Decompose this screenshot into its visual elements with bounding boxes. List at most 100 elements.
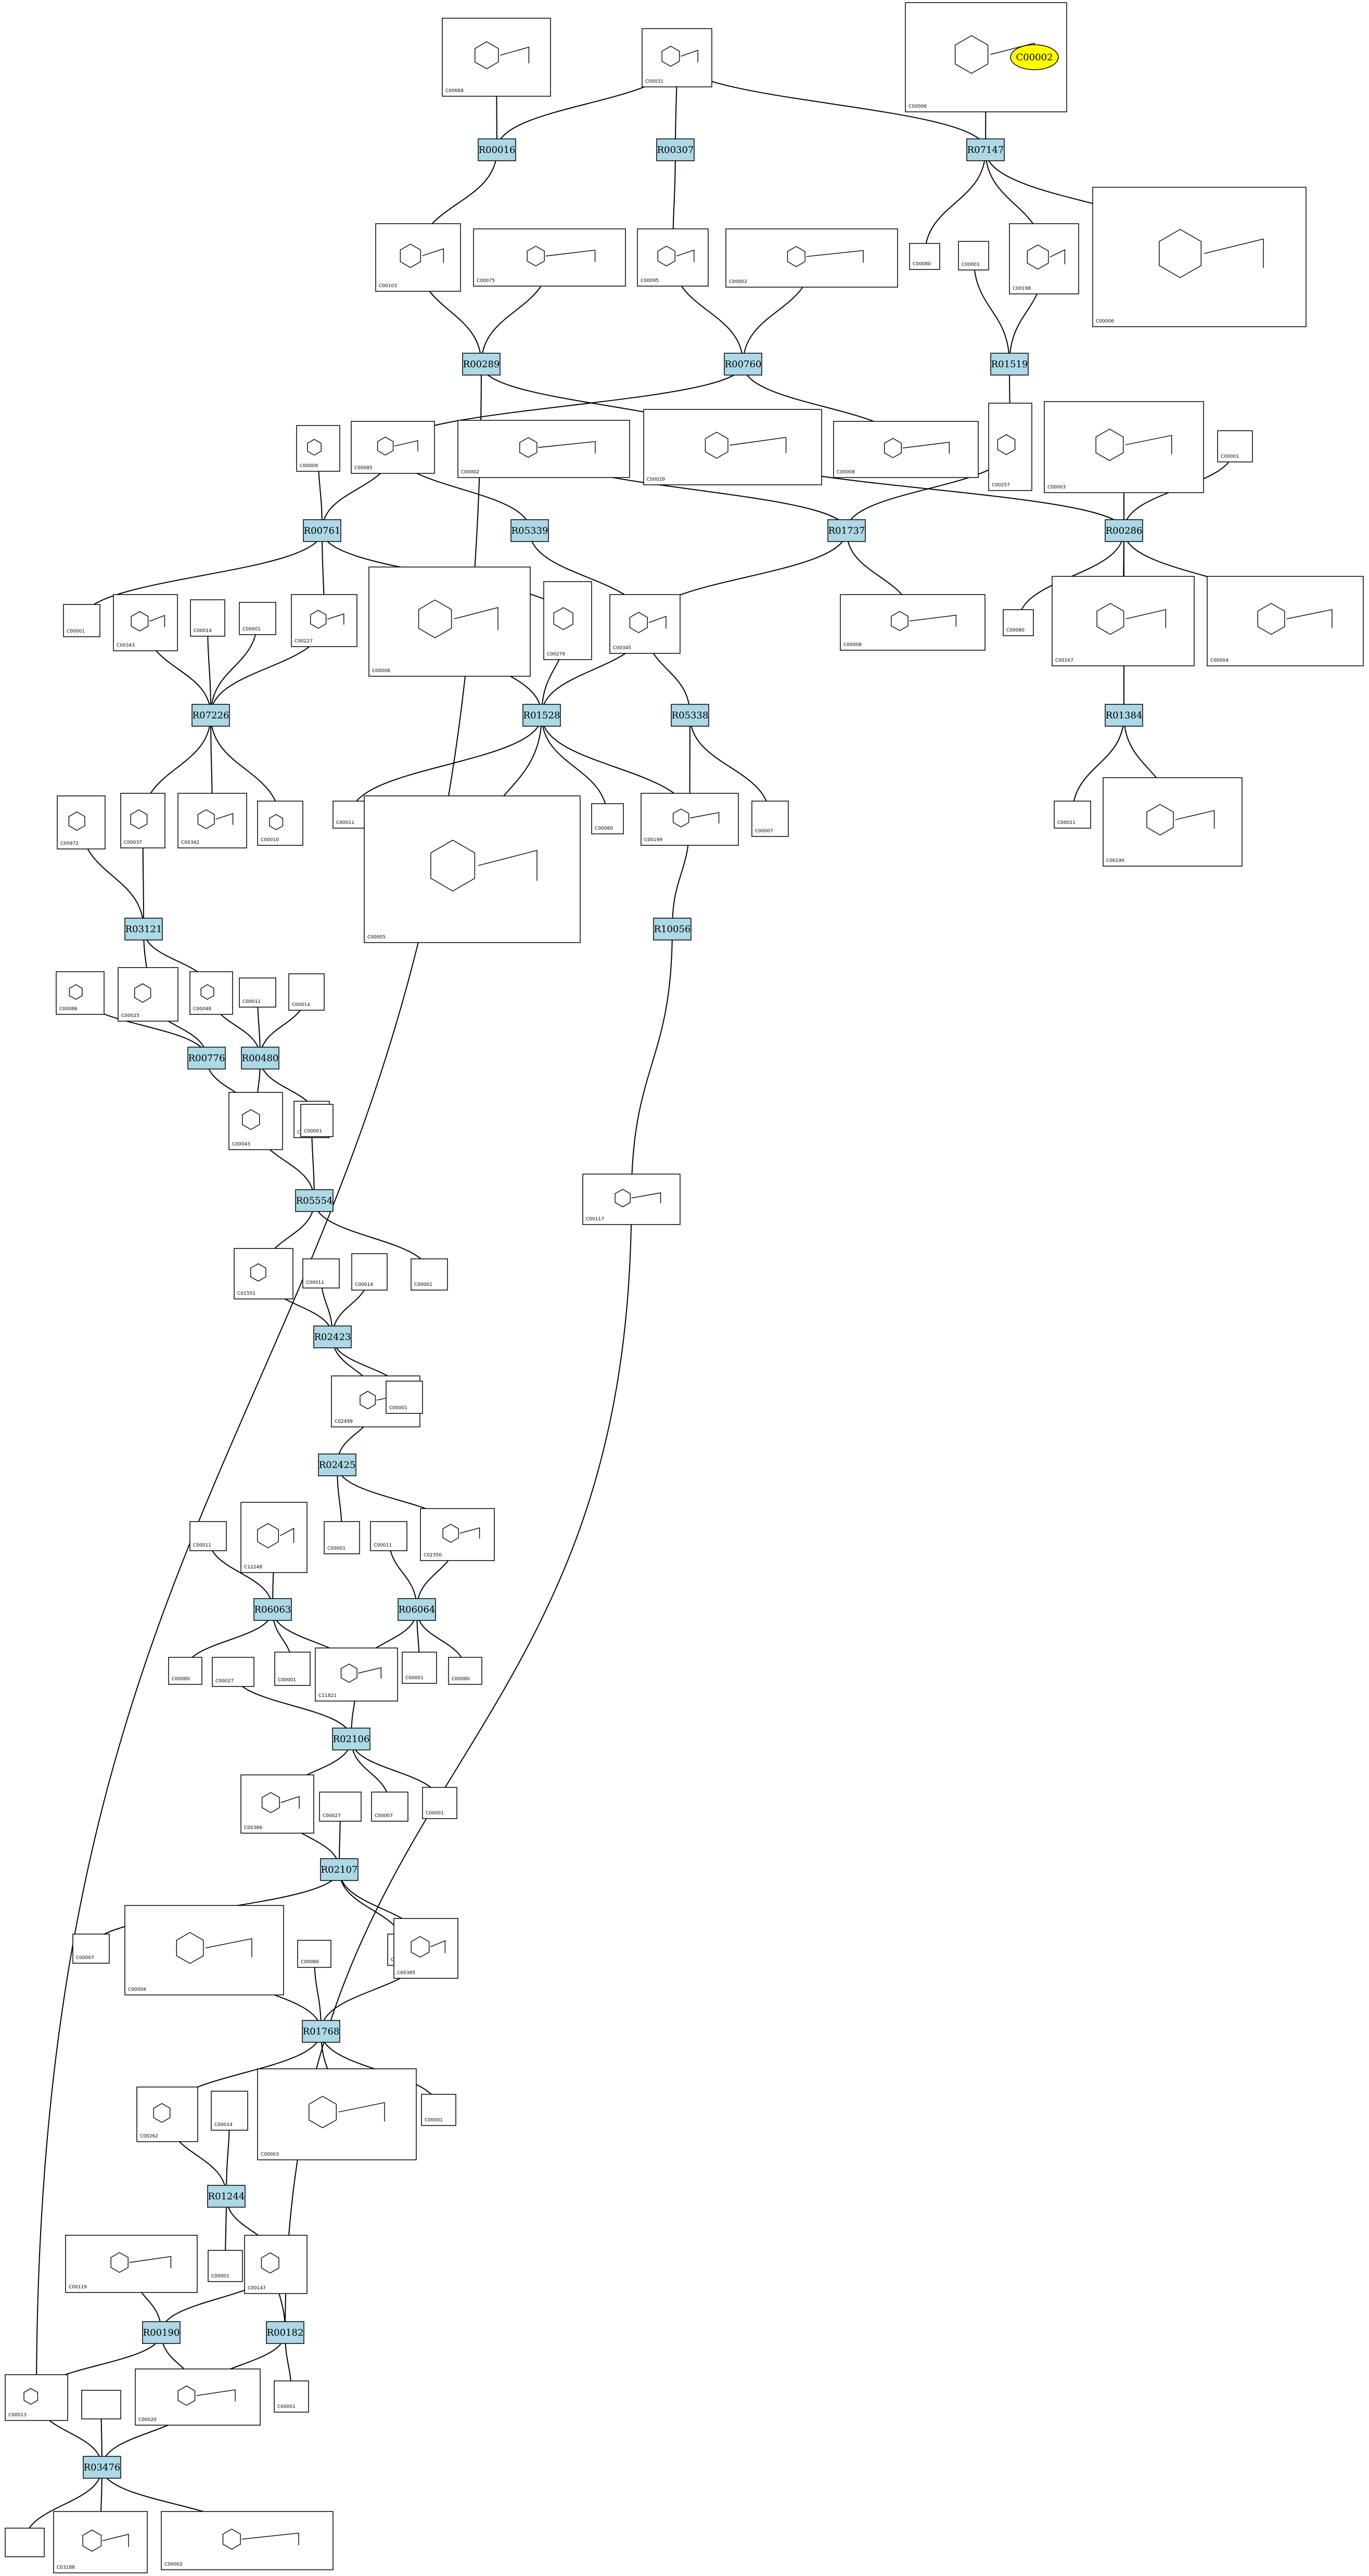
compound-node[interactable]: C00167 <box>1052 576 1195 666</box>
reaction-node[interactable]: R00307 <box>656 138 695 161</box>
compound-node[interactable]: C00006 <box>1092 187 1307 327</box>
compound-node[interactable]: C00037 <box>120 793 165 848</box>
compound-node[interactable]: C00002 <box>725 228 898 288</box>
compound-node[interactable]: C00001 <box>421 2094 456 2126</box>
reaction-node[interactable]: R05554 <box>295 1189 334 1212</box>
compound-node[interactable]: C00080 <box>591 803 624 834</box>
compound-node[interactable]: C00003 <box>1044 401 1204 493</box>
compound-node[interactable]: C00001 <box>411 1258 448 1291</box>
compound-node[interactable]: C00031 <box>642 28 712 87</box>
compound-node[interactable]: C00005 <box>364 795 581 943</box>
reaction-node[interactable]: R02106 <box>332 1728 370 1750</box>
compound-node[interactable]: C00007 <box>72 1934 110 1964</box>
compound-node[interactable]: C01551 <box>234 1248 293 1299</box>
compound-node[interactable]: C00027 <box>319 1792 362 1822</box>
compound-node[interactable]: C00103 <box>375 223 461 292</box>
compound-node[interactable]: C00004 <box>124 1905 284 1995</box>
compound-node[interactable]: C00011 <box>370 1521 407 1551</box>
compound-node[interactable]: C00366 <box>240 1774 314 1834</box>
compound-node[interactable]: C00003 <box>257 2068 417 2160</box>
compound-node[interactable]: C00001 <box>208 2250 243 2282</box>
compound-node[interactable]: C00001 <box>422 1787 457 1819</box>
compound-node[interactable]: C00075 <box>473 228 626 287</box>
compound-node[interactable]: C02350 <box>420 1508 495 1561</box>
compound-node[interactable]: C00385 <box>393 1918 458 1979</box>
reaction-node[interactable]: R00761 <box>303 519 341 542</box>
reaction-node[interactable]: R00182 <box>266 2321 304 2344</box>
reaction-node[interactable]: R07147 <box>966 138 1005 161</box>
compound-node[interactable]: C00008 <box>840 594 986 651</box>
compound-node[interactable]: C00080 <box>297 1940 331 1968</box>
reaction-node[interactable]: R01737 <box>827 519 866 542</box>
compound-node[interactable]: C00190 <box>1103 777 1243 867</box>
compound-node[interactable]: C00001 <box>386 1381 423 1414</box>
reaction-node[interactable]: R00480 <box>241 1047 279 1070</box>
compound-node[interactable]: C00002 <box>457 420 630 478</box>
compound-node[interactable]: C00014 <box>211 2091 248 2131</box>
compound-node[interactable]: C00080 <box>448 1657 482 1685</box>
compound-node[interactable]: C00001 <box>402 1652 437 1684</box>
compound-node[interactable]: C00119 <box>65 2235 198 2293</box>
reaction-node[interactable]: R00016 <box>478 138 516 161</box>
compound-node[interactable]: C00020 <box>135 2368 261 2426</box>
reaction-node[interactable]: R01528 <box>522 704 561 727</box>
compound-node[interactable]: C00011 <box>1054 801 1091 829</box>
compound-node[interactable]: C00027 <box>212 1657 254 1687</box>
compound-node[interactable]: C00011 <box>302 1258 340 1289</box>
reaction-node[interactable]: R03476 <box>83 2456 121 2479</box>
compound-node[interactable]: C00002 <box>161 2511 334 2570</box>
compound-node[interactable]: C00011 <box>189 1521 227 1551</box>
compound-node[interactable]: C00001 <box>274 1652 311 1686</box>
reaction-node[interactable]: R02107 <box>320 1858 359 1881</box>
compound-node[interactable]: C00001 <box>324 1521 360 1554</box>
reaction-node[interactable]: R10056 <box>653 918 692 941</box>
compound-node[interactable]: C00007 <box>371 1792 408 1822</box>
reaction-node[interactable]: R06063 <box>253 1598 292 1621</box>
compound-node[interactable]: C00342 <box>177 793 247 848</box>
compound-node[interactable]: C00085 <box>351 421 435 474</box>
compound-node[interactable]: C11821 <box>315 1647 398 1702</box>
compound-node[interactable]: C00048 <box>189 971 233 1015</box>
compound-node[interactable]: C00010 <box>257 801 303 846</box>
compound-node[interactable]: C00043 <box>228 1092 283 1150</box>
compound-node[interactable]: C00009 <box>296 425 340 472</box>
compound-node[interactable]: C00095 <box>637 228 709 287</box>
reaction-node[interactable]: R03121 <box>124 918 163 941</box>
compound-node[interactable]: C00080 <box>909 243 940 270</box>
compound-node[interactable]: C00080 <box>1003 609 1034 636</box>
compound-node[interactable]: C00080 <box>168 1657 202 1685</box>
compound-node[interactable]: C00198 <box>1009 223 1079 294</box>
reaction-node[interactable]: R01244 <box>207 2185 246 2208</box>
compound-node[interactable]: C00011 <box>239 977 276 1008</box>
reaction-node[interactable]: R01768 <box>302 2020 340 2043</box>
compound-node[interactable]: C00117 <box>582 1174 681 1225</box>
compound-node[interactable]: C00001 <box>274 2380 309 2413</box>
reaction-node[interactable]: R05338 <box>671 704 709 727</box>
compound-node[interactable]: C00013 <box>5 2374 68 2421</box>
reaction-node[interactable]: R01519 <box>990 353 1029 376</box>
highlight-compound-oval[interactable] <box>1010 44 1059 70</box>
compound-node[interactable]: C00011 <box>332 801 370 829</box>
compound-node[interactable]: C00262 <box>136 2086 198 2142</box>
compound-node[interactable]: C00343 <box>113 594 178 651</box>
compound-node[interactable]: C00086 <box>56 971 105 1015</box>
compound-node[interactable]: C00345 <box>609 594 681 654</box>
reaction-node[interactable]: R00289 <box>462 353 501 376</box>
compound-node[interactable]: C00147 <box>244 2235 308 2294</box>
compound-node[interactable]: C00972 <box>57 795 106 849</box>
reaction-node[interactable]: R02423 <box>313 1325 352 1348</box>
reaction-node[interactable]: R00286 <box>1105 519 1143 542</box>
compound-node[interactable]: C00279 <box>543 581 592 660</box>
reaction-node[interactable]: R00190 <box>142 2321 181 2344</box>
reaction-node[interactable]: R01384 <box>1105 704 1143 727</box>
reaction-node[interactable]: R05339 <box>510 519 549 542</box>
compound-node[interactable]: C00006 <box>368 566 531 677</box>
compound-node[interactable]: C00257 <box>988 403 1032 491</box>
compound-node[interactable] <box>5 2528 45 2557</box>
compound-node[interactable]: C00001 <box>1217 430 1253 462</box>
compound-node[interactable]: C00014 <box>351 1253 388 1291</box>
compound-node[interactable]: C00001 <box>958 241 989 271</box>
compound-node[interactable]: C00001 <box>239 602 276 635</box>
compound-node[interactable]: C00008 <box>833 421 979 478</box>
compound-node[interactable]: C00668 <box>442 18 551 97</box>
